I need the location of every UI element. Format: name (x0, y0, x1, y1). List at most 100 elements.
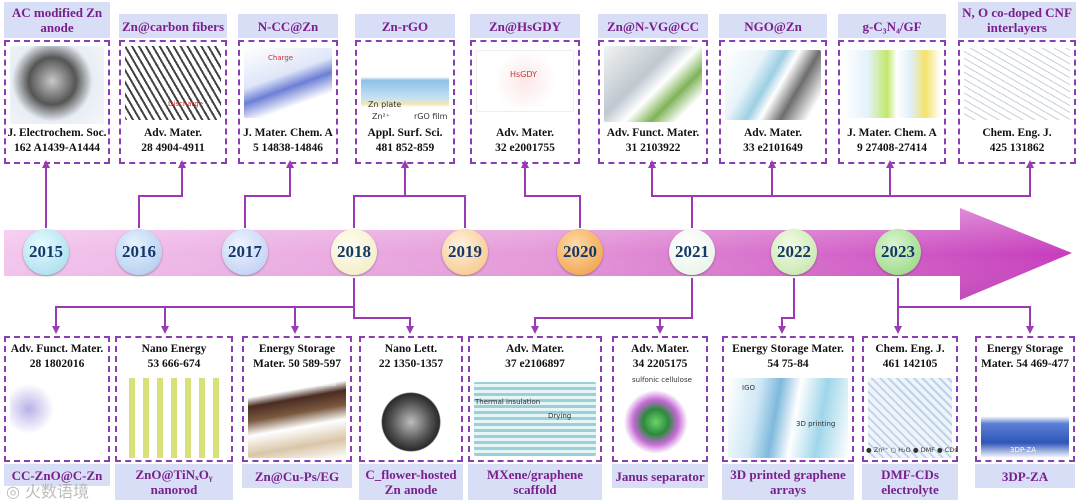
bottom-title-8: DMF-CDs electrolyte (862, 464, 958, 500)
top-ref-volume-6: 31 2103922 (625, 142, 681, 154)
top-ref-journal-3: J. Mater. Chem. A (243, 127, 333, 139)
fig-label-3dpza: 3DP-ZA (1010, 446, 1037, 454)
bottom-ref-volume-9: Mater. 54 469-477 (980, 358, 1070, 370)
top-figure-6 (604, 46, 702, 122)
top-ref-volume-8: 9 27408-27414 (857, 142, 927, 154)
bottom-title-2-text: ZnO@TiNₓOᵧ nanorod (135, 467, 213, 497)
top-title-1: AC modified Zn anode (4, 2, 110, 38)
year-2018: 2018 (331, 229, 377, 275)
bottom-card-5: Adv. Mater. 37 e2106897 (468, 336, 602, 462)
bottom-card-3: Energy Storage Mater. 50 589-597 (242, 336, 352, 462)
top-card-8: J. Mater. Chem. A 9 27408-27414 (838, 40, 946, 164)
bottom-title-9: 3DP-ZA (975, 464, 1075, 488)
top-card-4: Appl. Surf. Sci. 481 852-859 (355, 40, 455, 164)
fig-label-sulfonic: sulfonic cellulose (632, 376, 692, 384)
bottom-title-4: C_flower-hosted Zn anode (359, 464, 463, 500)
bottom-figure-1 (10, 376, 104, 458)
bottom-figure-7 (728, 378, 848, 458)
top-title-6: Zn@N-VG@CC (598, 14, 708, 38)
top-figure-1 (10, 46, 104, 124)
top-ref-journal-4: Appl. Surf. Sci. (367, 127, 443, 139)
top-ref-volume-3: 5 14838-14846 (253, 142, 323, 154)
bottom-title-5: MXene/graphene scaffold (468, 464, 602, 500)
top-figure-3 (244, 48, 332, 118)
top-figure-9 (964, 48, 1070, 120)
fig-label-igo: IGO (742, 384, 755, 392)
bottom-ref-journal-2: Nano Energy (141, 343, 207, 355)
year-2022: 2022 (771, 229, 817, 275)
top-ref-volume-1: 162 A1439-A1444 (14, 142, 100, 154)
top-ref-volume-5: 32 e2001755 (495, 142, 555, 154)
bottom-title-1: CC-ZnO@C-Zn (4, 464, 110, 486)
bottom-ref-volume-6: 34 2205175 (632, 358, 688, 370)
fig-label-hsgdy: HsGDY (510, 70, 537, 79)
bottom-title-6: Janus separator (612, 464, 708, 488)
fig-label-zn2: Zn²⁺ (372, 112, 390, 121)
top-ref-journal-8: J. Mater. Chem. A (847, 127, 937, 139)
bottom-ref-volume-3: Mater. 50 589-597 (252, 358, 342, 370)
bottom-ref-journal-4: Nano Lett. (384, 343, 438, 355)
bottom-card-9: Energy Storage Mater. 54 469-477 (975, 336, 1075, 462)
top-ref-volume-9: 425 131862 (989, 142, 1045, 154)
top-ref-journal-5: Adv. Mater. (495, 127, 555, 139)
year-2021: 2021 (669, 229, 715, 275)
year-2020: 2020 (557, 229, 603, 275)
top-card-3: J. Mater. Chem. A 5 14838-14846 (238, 40, 338, 164)
top-ref-journal-6: Adv. Funct. Mater. (606, 127, 700, 139)
fig-label-printing: 3D printing (796, 420, 836, 428)
bottom-card-2: Nano Energy 53 666-674 (115, 336, 233, 462)
top-card-9: Chem. Eng. J. 425 131862 (958, 40, 1076, 164)
bottom-figure-5 (474, 382, 596, 456)
bottom-ref-journal-6: Adv. Mater. (630, 343, 690, 355)
bottom-figure-3 (248, 378, 346, 458)
bottom-card-6: Adv. Mater. 34 2205175 (612, 336, 708, 462)
top-title-7: NGO@Zn (719, 14, 827, 38)
bottom-card-7: Energy Storage Mater. 54 75-84 (722, 336, 854, 462)
top-ref-volume-2: 28 4904-4911 (141, 142, 205, 154)
bottom-ref-volume-1: 28 1802016 (29, 358, 85, 370)
bottom-ref-volume-5: 37 e2106897 (505, 358, 565, 370)
fig-label-discharge: Discharge (168, 100, 204, 108)
top-title-8: g-C₃N₄/GF (838, 14, 946, 38)
bottom-figure-2 (121, 378, 227, 458)
top-card-1: J. Electrochem. Soc. 162 A1439-A1444 (4, 40, 110, 164)
bottom-card-8: Chem. Eng. J. 461 142105 (862, 336, 958, 462)
bottom-figure-8 (868, 378, 952, 458)
fig-label-zn-plate: Zn plate (368, 100, 402, 109)
bottom-title-7: 3D printed graphene arrays (722, 464, 854, 500)
bottom-figure-9 (981, 382, 1069, 458)
year-2017: 2017 (222, 229, 268, 275)
bottom-card-4: Nano Lett. 22 1350-1357 (359, 336, 463, 462)
bottom-ref-journal-8: Chem. Eng. J. (875, 343, 945, 355)
bottom-figure-4 (365, 378, 457, 458)
bottom-card-1: Adv. Funct. Mater. 28 1802016 (4, 336, 110, 462)
bottom-ref-volume-2: 53 666-674 (147, 358, 201, 370)
top-ref-journal-1: J. Electrochem. Soc. (7, 127, 107, 139)
year-2015: 2015 (23, 229, 69, 275)
year-2019: 2019 (442, 229, 488, 275)
top-ref-journal-9: Chem. Eng. J. (982, 127, 1052, 139)
top-title-9: N, O co-doped CNF interlayers (958, 2, 1076, 38)
top-figure-5 (476, 50, 574, 112)
bottom-ref-journal-1: Adv. Funct. Mater. (10, 343, 104, 355)
top-card-7: Adv. Mater. 33 e2101649 (719, 40, 827, 164)
bottom-ref-journal-3: Energy Storage (258, 343, 336, 355)
top-ref-volume-4: 481 852-859 (375, 142, 435, 154)
bottom-title-3: Zn@Cu-Ps/EG (242, 464, 352, 488)
top-ref-journal-7: Adv. Mater. (743, 127, 803, 139)
fig-label-dmf-legend: ● Zn²⁺ ○ H₂O ● DMF ● CDs (866, 446, 958, 454)
fig-label-charge: Charge (268, 54, 294, 62)
fig-label-cu-ps: Cu-Ps/EG Matrix (280, 380, 337, 388)
fig-label-drying: Drying (548, 412, 572, 420)
bottom-ref-journal-5: Adv. Mater. (505, 343, 565, 355)
top-title-2: Zn@carbon fibers (119, 14, 227, 38)
bottom-title-2: ZnO@TiNₓOᵧ nanorod (115, 464, 233, 500)
bottom-figure-6 (618, 378, 702, 458)
year-2016: 2016 (116, 229, 162, 275)
fig-label-thermal: Thermal insulation (475, 398, 541, 406)
top-figure-8 (844, 50, 940, 118)
bottom-ref-volume-8: 461 142105 (882, 358, 938, 370)
top-title-4: Zn-rGO (355, 14, 455, 38)
fig-label-rgo-film: rGO film (414, 112, 448, 121)
top-figure-4 (361, 48, 449, 120)
